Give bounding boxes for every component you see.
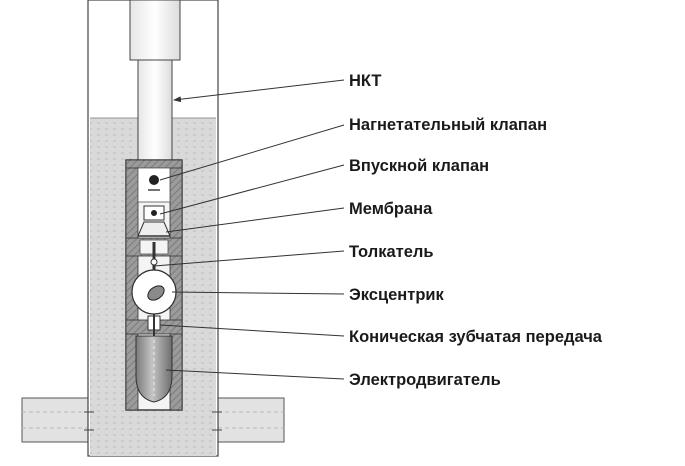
label-intake-valve: Впускной клапан [349, 157, 489, 175]
ground-layer [21, 397, 285, 443]
nkt-arrow [173, 79, 345, 103]
eccentric-assembly [131, 269, 177, 315]
electric-motor-body [135, 335, 173, 403]
bevel-gear-assembly [125, 314, 183, 336]
label-bevel-gear: Коническая зубчатая передача [349, 328, 603, 346]
label-eccentric: Эксцентрик [349, 286, 445, 304]
label-membrane: Мембрана [349, 200, 433, 218]
label-nkt: НКТ [349, 72, 381, 90]
membrane-shape [137, 221, 171, 237]
intake-valve-body [143, 205, 165, 221]
label-pusher: Толкатель [349, 243, 434, 261]
discharge-valve-ball [149, 175, 159, 185]
label-electric-motor: Электродвигатель [349, 371, 501, 389]
tubing-nkt [129, 0, 181, 161]
label-discharge-valve: Нагнетательный клапан [349, 116, 547, 134]
leader-lines [153, 124, 345, 380]
callout-labels: НКТ Нагнетательный клапан Впускной клапа… [349, 72, 603, 389]
